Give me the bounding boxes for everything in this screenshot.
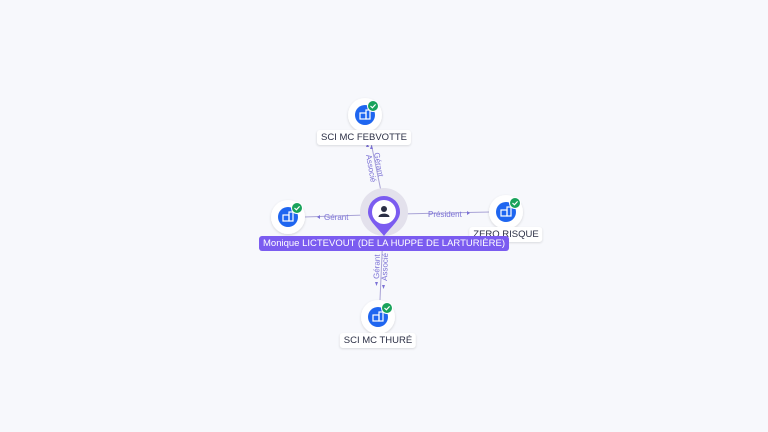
company-node-thure[interactable]	[361, 300, 395, 334]
relation-label-bottom-1: Gérant	[372, 254, 382, 280]
building-icon	[359, 109, 371, 120]
company-label-thure[interactable]: SCI MC THURÉ	[339, 333, 417, 348]
relation-label-left: Gérant	[324, 213, 349, 222]
relation-label-bottom-2: Associé	[380, 252, 390, 281]
building-icon	[282, 211, 294, 222]
edge-left	[303, 214, 367, 218]
company-node-zero-risque[interactable]	[489, 195, 523, 229]
relation-label-right: Président	[428, 210, 463, 219]
arrow-top-2	[370, 145, 373, 149]
building-icon	[372, 311, 384, 322]
arrow-bottom-1	[375, 282, 378, 286]
verified-badge-icon	[291, 202, 303, 214]
edge-right	[399, 211, 491, 215]
verified-badge-icon	[381, 302, 393, 314]
company-node-left[interactable]	[271, 200, 305, 234]
verified-badge-icon	[509, 197, 521, 209]
relation-label-top-1: Gérant	[372, 152, 385, 178]
building-icon	[500, 206, 512, 217]
edge-arrows	[317, 143, 470, 289]
verified-badge-icon	[367, 100, 379, 112]
person-node[interactable]	[360, 188, 408, 236]
company-node-febvotte[interactable]	[348, 98, 382, 132]
arrow-top-1	[366, 143, 369, 147]
person-name-label[interactable]: Monique LICTEVOUT (DE LA HUPPE DE LARTUR…	[259, 236, 509, 251]
arrow-bottom-2	[382, 285, 385, 289]
arrow-left	[317, 215, 320, 219]
user-icon	[378, 206, 390, 217]
company-label-febvotte[interactable]: SCI MC FEBVOTTE	[316, 130, 412, 145]
arrow-right	[467, 211, 470, 215]
